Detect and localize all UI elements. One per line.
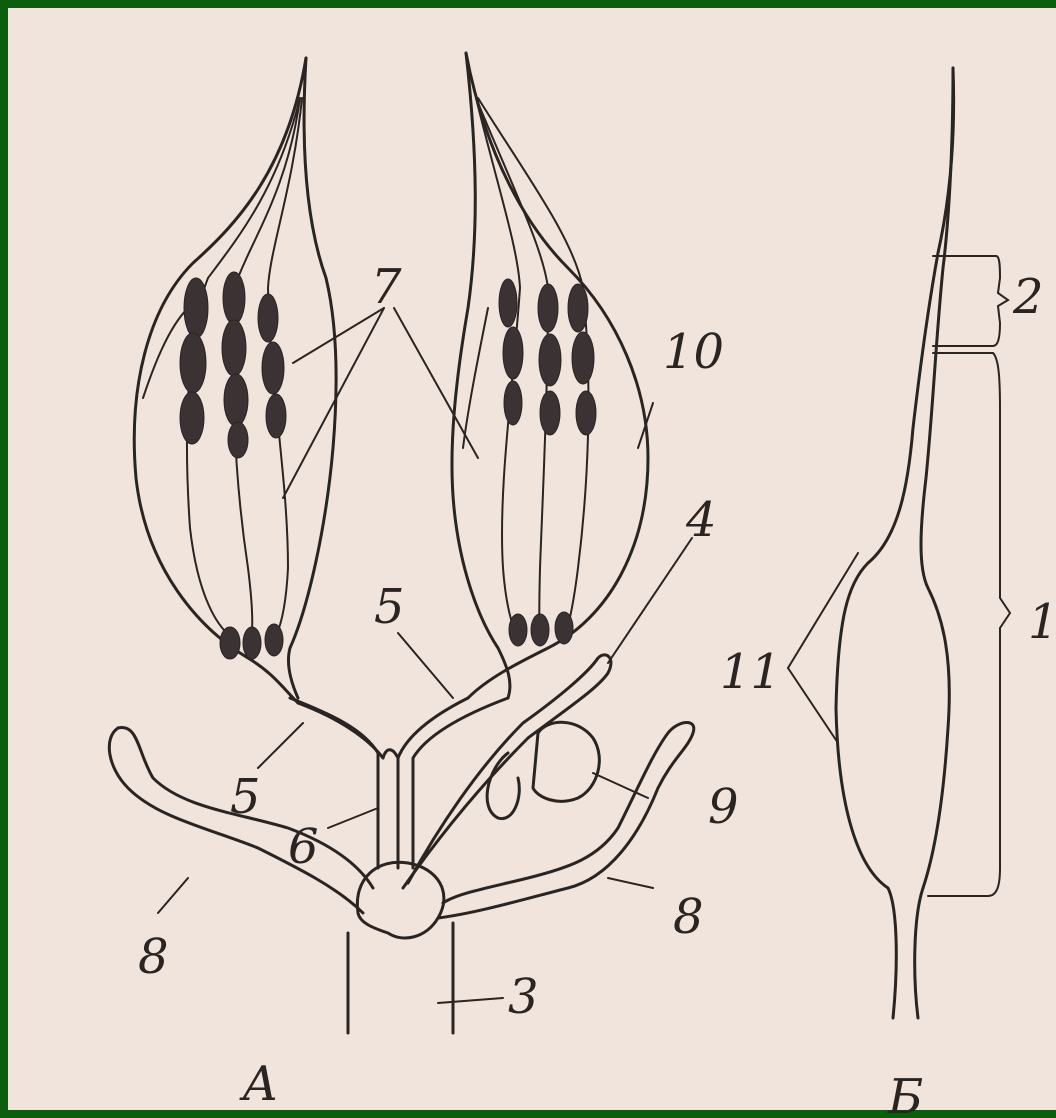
- anatomical-diagram: 7 10 4 5 5 6 9 8 8 3 2 1 11 A Б: [8, 8, 1056, 1118]
- label-7: 7: [371, 259, 402, 315]
- label-5-upper: 5: [374, 579, 405, 635]
- label-11: 11: [720, 644, 781, 700]
- label-4: 4: [685, 492, 717, 548]
- nerve-3: [348, 923, 453, 1033]
- label-10: 10: [663, 324, 724, 380]
- label-6: 6: [288, 819, 319, 875]
- label-8-left: 8: [138, 929, 169, 985]
- label-5-lower: 5: [230, 769, 261, 825]
- leader-lines-b: [788, 553, 858, 743]
- label-1: 1: [1028, 594, 1056, 650]
- right-bulb: [452, 53, 648, 698]
- left-bulb: [134, 58, 336, 703]
- label-3: 3: [508, 969, 539, 1025]
- label-8-right: 8: [673, 889, 704, 945]
- panel-label-b: Б: [887, 1069, 923, 1118]
- tube-4: [403, 655, 611, 888]
- vesicle-9: [533, 722, 599, 801]
- label-2: 2: [1012, 269, 1044, 325]
- ganglion: [357, 862, 444, 938]
- side-view: [836, 68, 954, 1018]
- label-9: 9: [708, 779, 739, 835]
- panel-label-a: A: [239, 1056, 278, 1112]
